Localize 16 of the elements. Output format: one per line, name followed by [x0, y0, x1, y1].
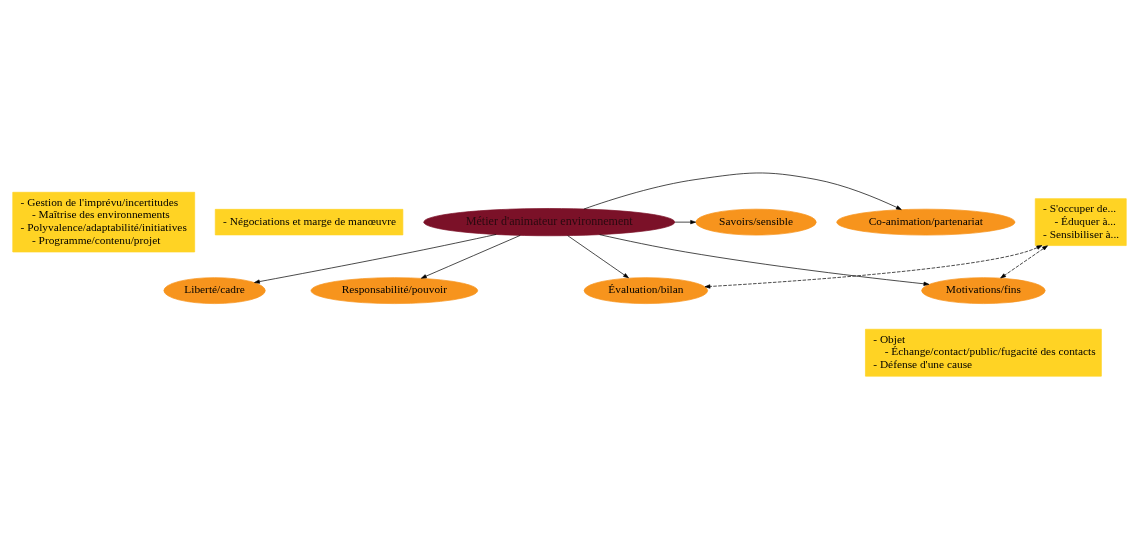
arrow [583, 172, 902, 210]
node-box: - Négociations et marge de manœuvre [214, 208, 404, 235]
arrow [704, 244, 1043, 289]
node-ellipse: Métier d'animateur environnement [423, 207, 676, 236]
arrow [674, 219, 696, 224]
arrow [1000, 244, 1048, 278]
node-ellipse: Co-animation/partenariat [836, 208, 1016, 235]
arrow [254, 233, 497, 284]
arrow [421, 234, 521, 279]
node-box: - Gestion de l'imprévu/incertitudes - Maîtrise des environnements - Polyvalence/adaptabilité/initiatives - Programme/contenu/projet [12, 191, 196, 252]
node-box: - S'occuper de... - Éduquer à... - Sensibiliser à... [1034, 197, 1127, 246]
node-ellipse: Savoirs/sensible [695, 208, 817, 235]
arrow [567, 234, 629, 278]
node-ellipse: Responsabilité/pouvoir [310, 276, 479, 304]
arrow [599, 233, 930, 286]
node-box: - Objet - Échange/contact/public/fugacité des contacts - Défense d'une cause [865, 328, 1102, 376]
